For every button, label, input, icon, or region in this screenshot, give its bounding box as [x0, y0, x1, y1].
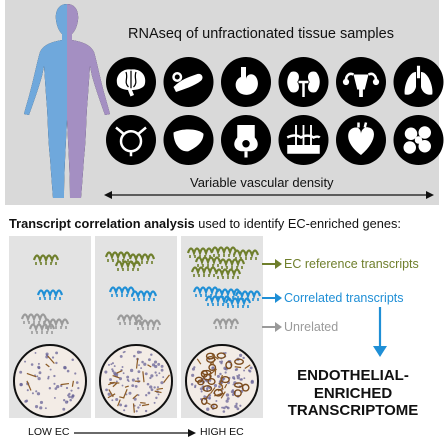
- correlated-transcript: [204, 295, 232, 306]
- analysis-heading: Transcript correlation analysis used to …: [9, 216, 401, 231]
- row-label-ec-reference: EC reference transcripts: [284, 257, 419, 271]
- lungs-icon: [393, 57, 444, 107]
- ec-reference-transcript: [190, 266, 218, 277]
- organ-icon-grid: [106, 57, 444, 165]
- arrow-to-result: [373, 307, 387, 357]
- unrelated-transcript: [42, 318, 70, 329]
- tissue-image-mid-ec: [99, 344, 173, 418]
- low-ec-label: LOW EC: [28, 426, 70, 438]
- high-ec-label: HIGH EC: [200, 426, 244, 438]
- result-line-2: ENRICHED: [313, 384, 393, 402]
- arrow-correlated: [262, 293, 282, 303]
- correlated-transcript: [224, 297, 252, 308]
- kidney-icon: [278, 57, 329, 107]
- tissue-image-low-ec: [13, 344, 87, 418]
- result-label: ENDOTHELIAL- ENRICHED TRANSCRIPTOME: [275, 367, 431, 420]
- liver-icon: [163, 115, 214, 165]
- ec-reference-transcript: [214, 268, 242, 279]
- correlated-transcript: [36, 289, 64, 300]
- stomach-icon: [221, 57, 271, 107]
- analysis-heading-rest: used to identify EC-enriched genes:: [194, 216, 401, 231]
- ec-gradient-arrow: [74, 429, 196, 437]
- density-double-arrow: [104, 191, 434, 199]
- row-label-correlated: Correlated transcripts: [284, 291, 404, 305]
- pancreas-icon: [163, 57, 214, 107]
- analysis-heading-bold: Transcript correlation analysis: [9, 216, 195, 231]
- ec-reference-transcript: [114, 260, 142, 271]
- correlated-transcript: [108, 286, 136, 297]
- unrelated-transcript: [28, 323, 56, 334]
- heart-icon: [336, 115, 386, 165]
- adipose-icon: [393, 115, 444, 165]
- ec-reference-transcript: [218, 258, 246, 269]
- page-title: RNAseq of unfractionated tissue samples: [128, 26, 394, 42]
- unrelated-transcript: [212, 318, 240, 329]
- ec-reference-transcript: [186, 247, 214, 258]
- tissue-image-high-ec: [185, 344, 259, 418]
- human-body-icon: [24, 4, 110, 198]
- row-label-unrelated: Unrelated: [284, 320, 339, 334]
- bladder-icon: [106, 115, 156, 165]
- prostate-icon: [221, 115, 271, 165]
- unrelated-transcript: [134, 319, 162, 330]
- correlated-transcript: [130, 290, 158, 301]
- result-line-1: ENDOTHELIAL-: [297, 367, 409, 384]
- brain-icon: [106, 57, 156, 107]
- result-line-3: TRANSCRIPTOME: [287, 402, 419, 419]
- arrow-ec-reference: [262, 259, 282, 269]
- ec-reference-transcript: [210, 246, 238, 257]
- ec-reference-transcript: [32, 254, 60, 265]
- uterus-icon: [336, 57, 386, 107]
- skin-icon: [278, 115, 329, 165]
- density-label: Variable vascular density: [190, 175, 334, 190]
- arrow-unrelated: [262, 322, 282, 332]
